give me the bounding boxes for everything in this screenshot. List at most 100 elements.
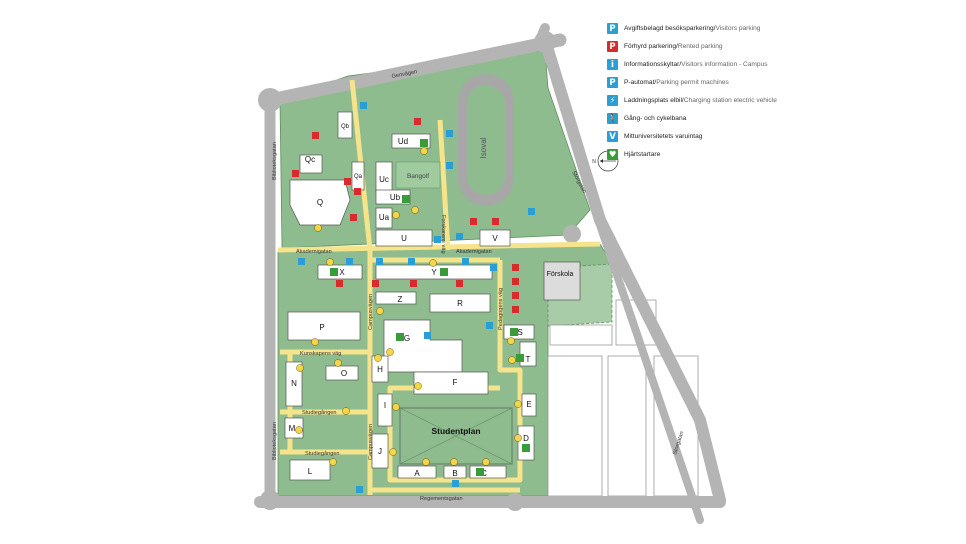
building-z — [375, 291, 417, 305]
label-d: D — [523, 434, 529, 443]
parking-machine-icon: P — [607, 77, 618, 89]
label-ub: Ub — [390, 193, 401, 202]
ev-charging-icon: ⚡ — [607, 95, 618, 107]
street-labels: Genvägen Akademigatan Akademigatan Bibli… — [272, 69, 685, 502]
isoval-label: Isoval — [479, 137, 488, 158]
building-j — [371, 433, 389, 469]
isoval-track: Isoval — [458, 74, 514, 206]
building-labels: Q Qc Qb Qa Ud Uc Ub Ua U V X Y Z R P G S… — [289, 124, 574, 478]
label-uc: Uc — [379, 175, 389, 184]
street-regementsgatan: Regementsgatan — [420, 496, 463, 502]
label-c: C — [481, 469, 487, 478]
legend-label-en: Parking permit machines — [656, 79, 729, 87]
visitor-parking-icon: P — [607, 23, 618, 35]
label-forskola: Förskola — [547, 271, 574, 278]
street-campusvagen-s: Campusvägen — [368, 424, 374, 460]
label-g: G — [404, 334, 410, 343]
rented-parking-icon: P — [607, 41, 618, 53]
roads — [254, 23, 726, 524]
building-f — [413, 371, 489, 395]
label-b: B — [452, 469, 457, 478]
label-bangolf: Bangolf — [407, 173, 429, 180]
studentplan: Studentplan — [399, 407, 513, 465]
label-q: Q — [317, 198, 323, 207]
building-b — [443, 465, 467, 479]
legend-item: P Avgiftsbelagd besöksparkering/Visitors … — [607, 22, 962, 36]
building-qc — [299, 154, 323, 174]
defibrillator-icon: ♥ — [607, 149, 618, 161]
building-qb — [337, 111, 353, 139]
legend-item: ⚡ Laddningsplats elbil/Charging station e… — [607, 94, 962, 108]
building-l — [289, 459, 331, 481]
legend-label-sv: Mittuniversitetets varuintag — [624, 133, 703, 141]
bangolf-area — [395, 161, 441, 189]
label-u: U — [401, 234, 407, 243]
legend-item: V Mittuniversitetets varuintag — [607, 130, 962, 144]
information-icon — [356, 102, 497, 493]
map-legend: P Avgiftsbelagd besöksparkering/Visitors … — [607, 22, 962, 166]
building-forskola — [543, 261, 581, 301]
label-x: X — [339, 268, 345, 277]
street-kunskapens-vag: Kunskapens väg — [300, 351, 341, 357]
label-h: H — [377, 365, 383, 374]
street-forskarens-vag: Forskarens väg — [440, 215, 446, 254]
label-ua: Ua — [379, 213, 390, 222]
legend-label: Avgiftsbelagd besöksparkering/Visitors p… — [624, 25, 760, 32]
label-i: I — [384, 401, 386, 410]
road-roundabouts — [258, 31, 581, 511]
building-ua — [375, 207, 393, 229]
east-blocks — [547, 299, 699, 497]
legend-label-sv: Förhyrd parkering/ — [624, 43, 678, 51]
street-pedagogens-vag: Pedagogens väg — [498, 288, 504, 330]
label-v: V — [492, 234, 498, 243]
walkways — [277, 79, 601, 495]
legend-item: i Informationsskyltar/Visitors informatio… — [607, 58, 962, 72]
visitor-parking-icon — [298, 130, 535, 265]
information-icon: i — [607, 59, 618, 71]
studentplan-label: Studentplan — [431, 426, 480, 436]
legend-item: 🚶Gång- och cykelbana — [607, 112, 962, 126]
building-a — [397, 465, 437, 479]
label-l: L — [308, 467, 313, 476]
label-qb: Qb — [341, 124, 350, 130]
label-ud: Ud — [398, 137, 408, 146]
building-u — [375, 229, 433, 247]
street-studiegangen-1: Studiegången — [302, 409, 337, 416]
legend-label: Informationsskyltar/Visitors information… — [624, 61, 768, 68]
label-n: N — [291, 379, 297, 388]
legend-item: P P-automat/Parking permit machines — [607, 76, 962, 90]
label-t: T — [526, 355, 531, 364]
building-p — [287, 311, 361, 341]
legend-label: Mittuniversitetets varuintag — [624, 133, 702, 140]
legend-label: Gång- och cykelbana — [624, 115, 686, 122]
label-o: O — [341, 369, 347, 378]
label-f: F — [453, 378, 458, 387]
legend-label-sv: Avgiftsbelagd besöksparkering/ — [624, 25, 716, 33]
label-qa: Qa — [354, 174, 363, 180]
legend-label-en: Charging station electric vehicle — [683, 97, 777, 105]
legend-label-sv: Hjärtstartare — [624, 151, 661, 159]
building-o — [325, 365, 359, 381]
rented-parking-icon — [292, 118, 519, 313]
map-markers — [292, 102, 535, 493]
legend-label: Laddningsplats elbil/Charging station el… — [624, 97, 777, 104]
delivery-entrance-icon: V — [607, 131, 618, 143]
street-genvagen: Genvägen — [391, 69, 417, 80]
label-p: P — [319, 323, 324, 332]
street-studiegangen-2: Studiegången — [305, 450, 340, 457]
label-a: A — [414, 469, 420, 478]
label-z: Z — [398, 295, 403, 304]
legend-item: ♥ Hjärtstartare — [607, 148, 962, 162]
label-y: Y — [431, 268, 437, 277]
legend-label-sv: Gång- och cykelbana — [624, 115, 687, 123]
label-m: M — [289, 424, 296, 433]
legend-label-en: Visitors information - Campus — [681, 61, 768, 69]
label-s: S — [517, 328, 522, 337]
street-akademigatan-w: Akademigatan — [296, 249, 332, 255]
legend-label: Hjärtstartare — [624, 151, 660, 158]
building-i — [377, 393, 393, 427]
label-qc: Qc — [305, 155, 315, 164]
legend-label-sv: P-automat/ — [624, 79, 657, 87]
building-n — [285, 361, 303, 407]
